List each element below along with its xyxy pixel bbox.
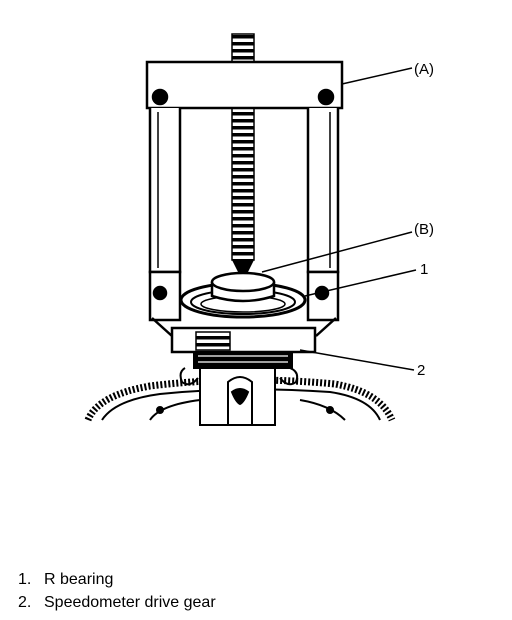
callout-1-label: 1 <box>420 261 428 278</box>
legend-item: 2. Speedometer drive gear <box>18 591 216 614</box>
legend-number: 2. <box>18 594 32 611</box>
legend-text: Speedometer drive gear <box>44 594 216 611</box>
callout-2-label: 2 <box>417 362 425 379</box>
puller-crossbar <box>145 60 344 110</box>
callout-a-label: (A) <box>414 61 434 78</box>
legend-number: 1. <box>18 571 32 588</box>
shaft-housing <box>179 367 299 426</box>
puller-attachment <box>210 271 276 303</box>
legend-text: R bearing <box>44 571 114 588</box>
legend-item: 1. R bearing <box>18 568 216 591</box>
callout-b-label: (B) <box>414 221 434 238</box>
bearing-clamp-plate <box>151 317 337 354</box>
leader-lines <box>261 67 417 371</box>
parts-legend: 1. R bearing 2. Speedometer drive gear <box>18 568 216 614</box>
bearing-puller-diagram: (A) (B) 1 2 <box>84 33 434 426</box>
puller-legs <box>148 108 340 322</box>
speedometer-drive-gear <box>193 351 293 369</box>
